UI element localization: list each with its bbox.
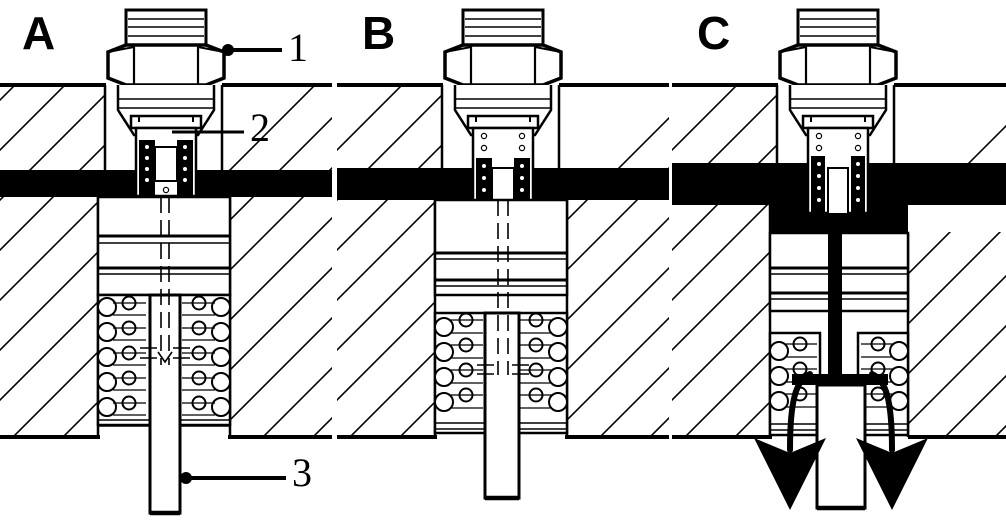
- panel-a-drawing: [0, 8, 332, 516]
- passage-tip: [157, 351, 173, 364]
- panel-label-b: B: [362, 7, 396, 59]
- threaded-stud: [796, 8, 880, 47]
- passage-side-ports: [477, 364, 529, 375]
- flow-arrow-left: [754, 371, 827, 510]
- spring-coils-right: [515, 311, 569, 435]
- threaded-stud: [461, 8, 545, 47]
- callout-label-3: 3: [292, 450, 312, 495]
- hex-nut: [106, 43, 226, 87]
- valve-insert: [129, 114, 203, 198]
- hex-nut: [443, 43, 563, 87]
- panel-c: [672, 0, 1006, 527]
- spring-coils-left: [433, 311, 489, 435]
- center-passage-open: [792, 233, 888, 385]
- panel-label-a: A: [22, 7, 56, 59]
- center-passage-closed: [160, 197, 170, 365]
- plunger-stem: [815, 383, 867, 511]
- hex-nut: [778, 43, 898, 87]
- plunger-stem: [483, 311, 521, 501]
- panel-label-c: C: [697, 7, 731, 59]
- inner-sleeve: [433, 198, 569, 297]
- passage-side-ports: [140, 347, 190, 359]
- inner-sleeve: [96, 195, 232, 297]
- valve-insert: [801, 114, 875, 215]
- panel-b-drawing: [337, 8, 669, 501]
- panel-b: [337, 0, 669, 527]
- panel-c-drawing: [672, 8, 1006, 511]
- spring-coils-left: [768, 331, 822, 437]
- flow-arrow-right: [855, 371, 928, 510]
- callout-label-2: 2: [250, 105, 270, 150]
- spring-coils-left: [96, 293, 152, 427]
- spring-coils-right: [178, 293, 232, 427]
- valve-insert: [466, 114, 540, 212]
- center-passage-closed: [497, 200, 509, 375]
- plunger-stem: [148, 293, 182, 516]
- panel-a: [0, 0, 332, 527]
- threaded-stud: [124, 8, 208, 47]
- callout-label-1: 1: [288, 25, 308, 70]
